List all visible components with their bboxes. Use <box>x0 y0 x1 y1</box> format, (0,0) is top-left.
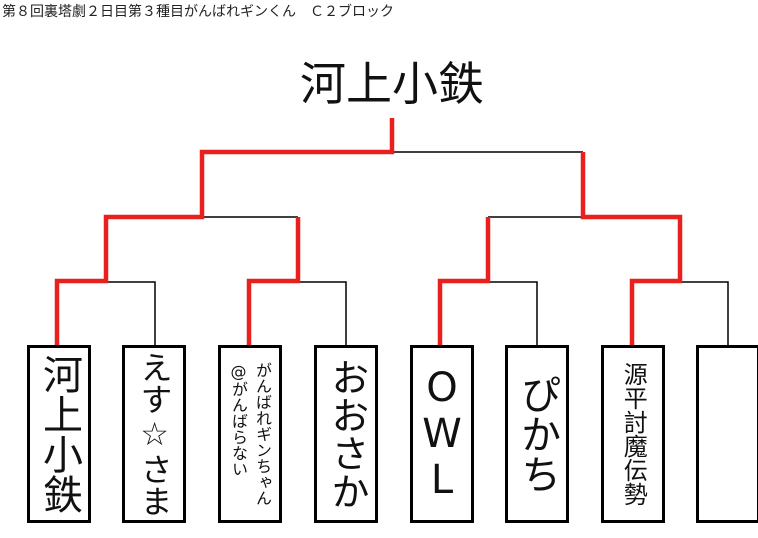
entrant-box-6: ぴかち <box>505 345 569 523</box>
line-r1-m4-loser <box>680 281 729 345</box>
line-winner-kawakami <box>54 118 395 345</box>
entrant-name: OWL <box>419 365 465 503</box>
line-winner-genpei <box>580 152 683 345</box>
entrant-name: がんばれギンちゃん @がんばらない <box>229 362 272 506</box>
entrant-box-8 <box>696 345 758 523</box>
entrant-name: おおさか <box>324 358 369 510</box>
entrant-box-3: がんばれギンちゃん @がんばらない <box>218 345 282 523</box>
entrant-name: ぴかち <box>514 374 560 494</box>
entrant-box-2: えす☆さま <box>122 345 186 523</box>
entrant-box-7: 源平討魔伝勢 <box>601 345 665 523</box>
entrant-box-4: おおさか <box>314 345 378 523</box>
winner-lines <box>54 118 683 345</box>
line-r1-m3-loser <box>488 281 538 345</box>
entrant-name: えす☆さま <box>135 351 174 517</box>
loser-lines <box>106 151 729 345</box>
entrant-name: 河上小鉄 <box>36 354 82 514</box>
entrant-box-1: 河上小鉄 <box>27 345 91 523</box>
line-winner-ganbare <box>246 217 301 345</box>
line-winner-owl <box>437 217 491 345</box>
bracket-title: 第８回裏塔劇２日目第３種目がんばれギンくん Ｃ２ブロック <box>2 4 394 20</box>
line-r1-m1-loser <box>106 281 156 345</box>
line-r1-m2-loser <box>298 281 347 345</box>
entrant-box-5: OWL <box>410 345 474 523</box>
entrant-name: 源平討魔伝勢 <box>619 362 648 506</box>
champion-name: 河上小鉄 <box>300 57 484 111</box>
